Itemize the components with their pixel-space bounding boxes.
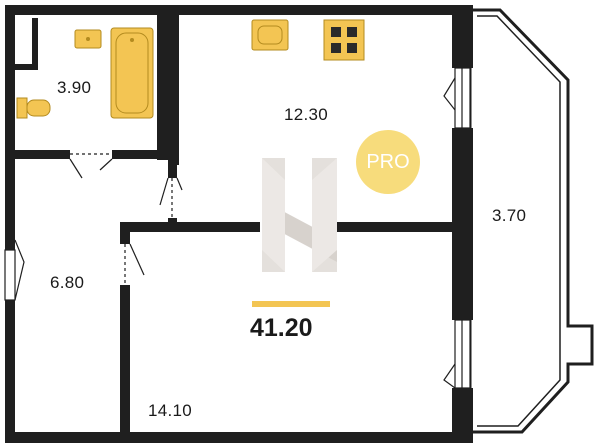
kitchen-sink-icon bbox=[251, 19, 289, 51]
area-living-room: 14.10 bbox=[148, 401, 193, 420]
toilet-icon bbox=[16, 97, 51, 119]
door-kitchen bbox=[159, 177, 183, 218]
pro-badge: PRO bbox=[356, 130, 420, 194]
bathtub-icon bbox=[110, 27, 154, 119]
area-hallway: 6.80 bbox=[50, 273, 85, 292]
area-kitchen: 12.30 bbox=[284, 105, 329, 124]
door-bathroom bbox=[69, 153, 113, 179]
sink-icon bbox=[74, 29, 102, 49]
walls bbox=[5, 5, 473, 443]
area-bathroom: 3.90 bbox=[57, 78, 92, 97]
total-area: 41.20 bbox=[250, 314, 313, 342]
area-balcony: 3.70 bbox=[492, 206, 527, 225]
window-hallway bbox=[4, 239, 25, 301]
stove-icon bbox=[323, 19, 365, 61]
door-living-room bbox=[124, 243, 145, 285]
balcony-outline bbox=[468, 8, 594, 434]
window-kitchen bbox=[443, 67, 471, 129]
window-living-room bbox=[443, 319, 471, 389]
watermark-logo bbox=[262, 158, 337, 272]
balcony-inner-line bbox=[477, 15, 561, 427]
total-area-accent-bar bbox=[252, 301, 330, 307]
